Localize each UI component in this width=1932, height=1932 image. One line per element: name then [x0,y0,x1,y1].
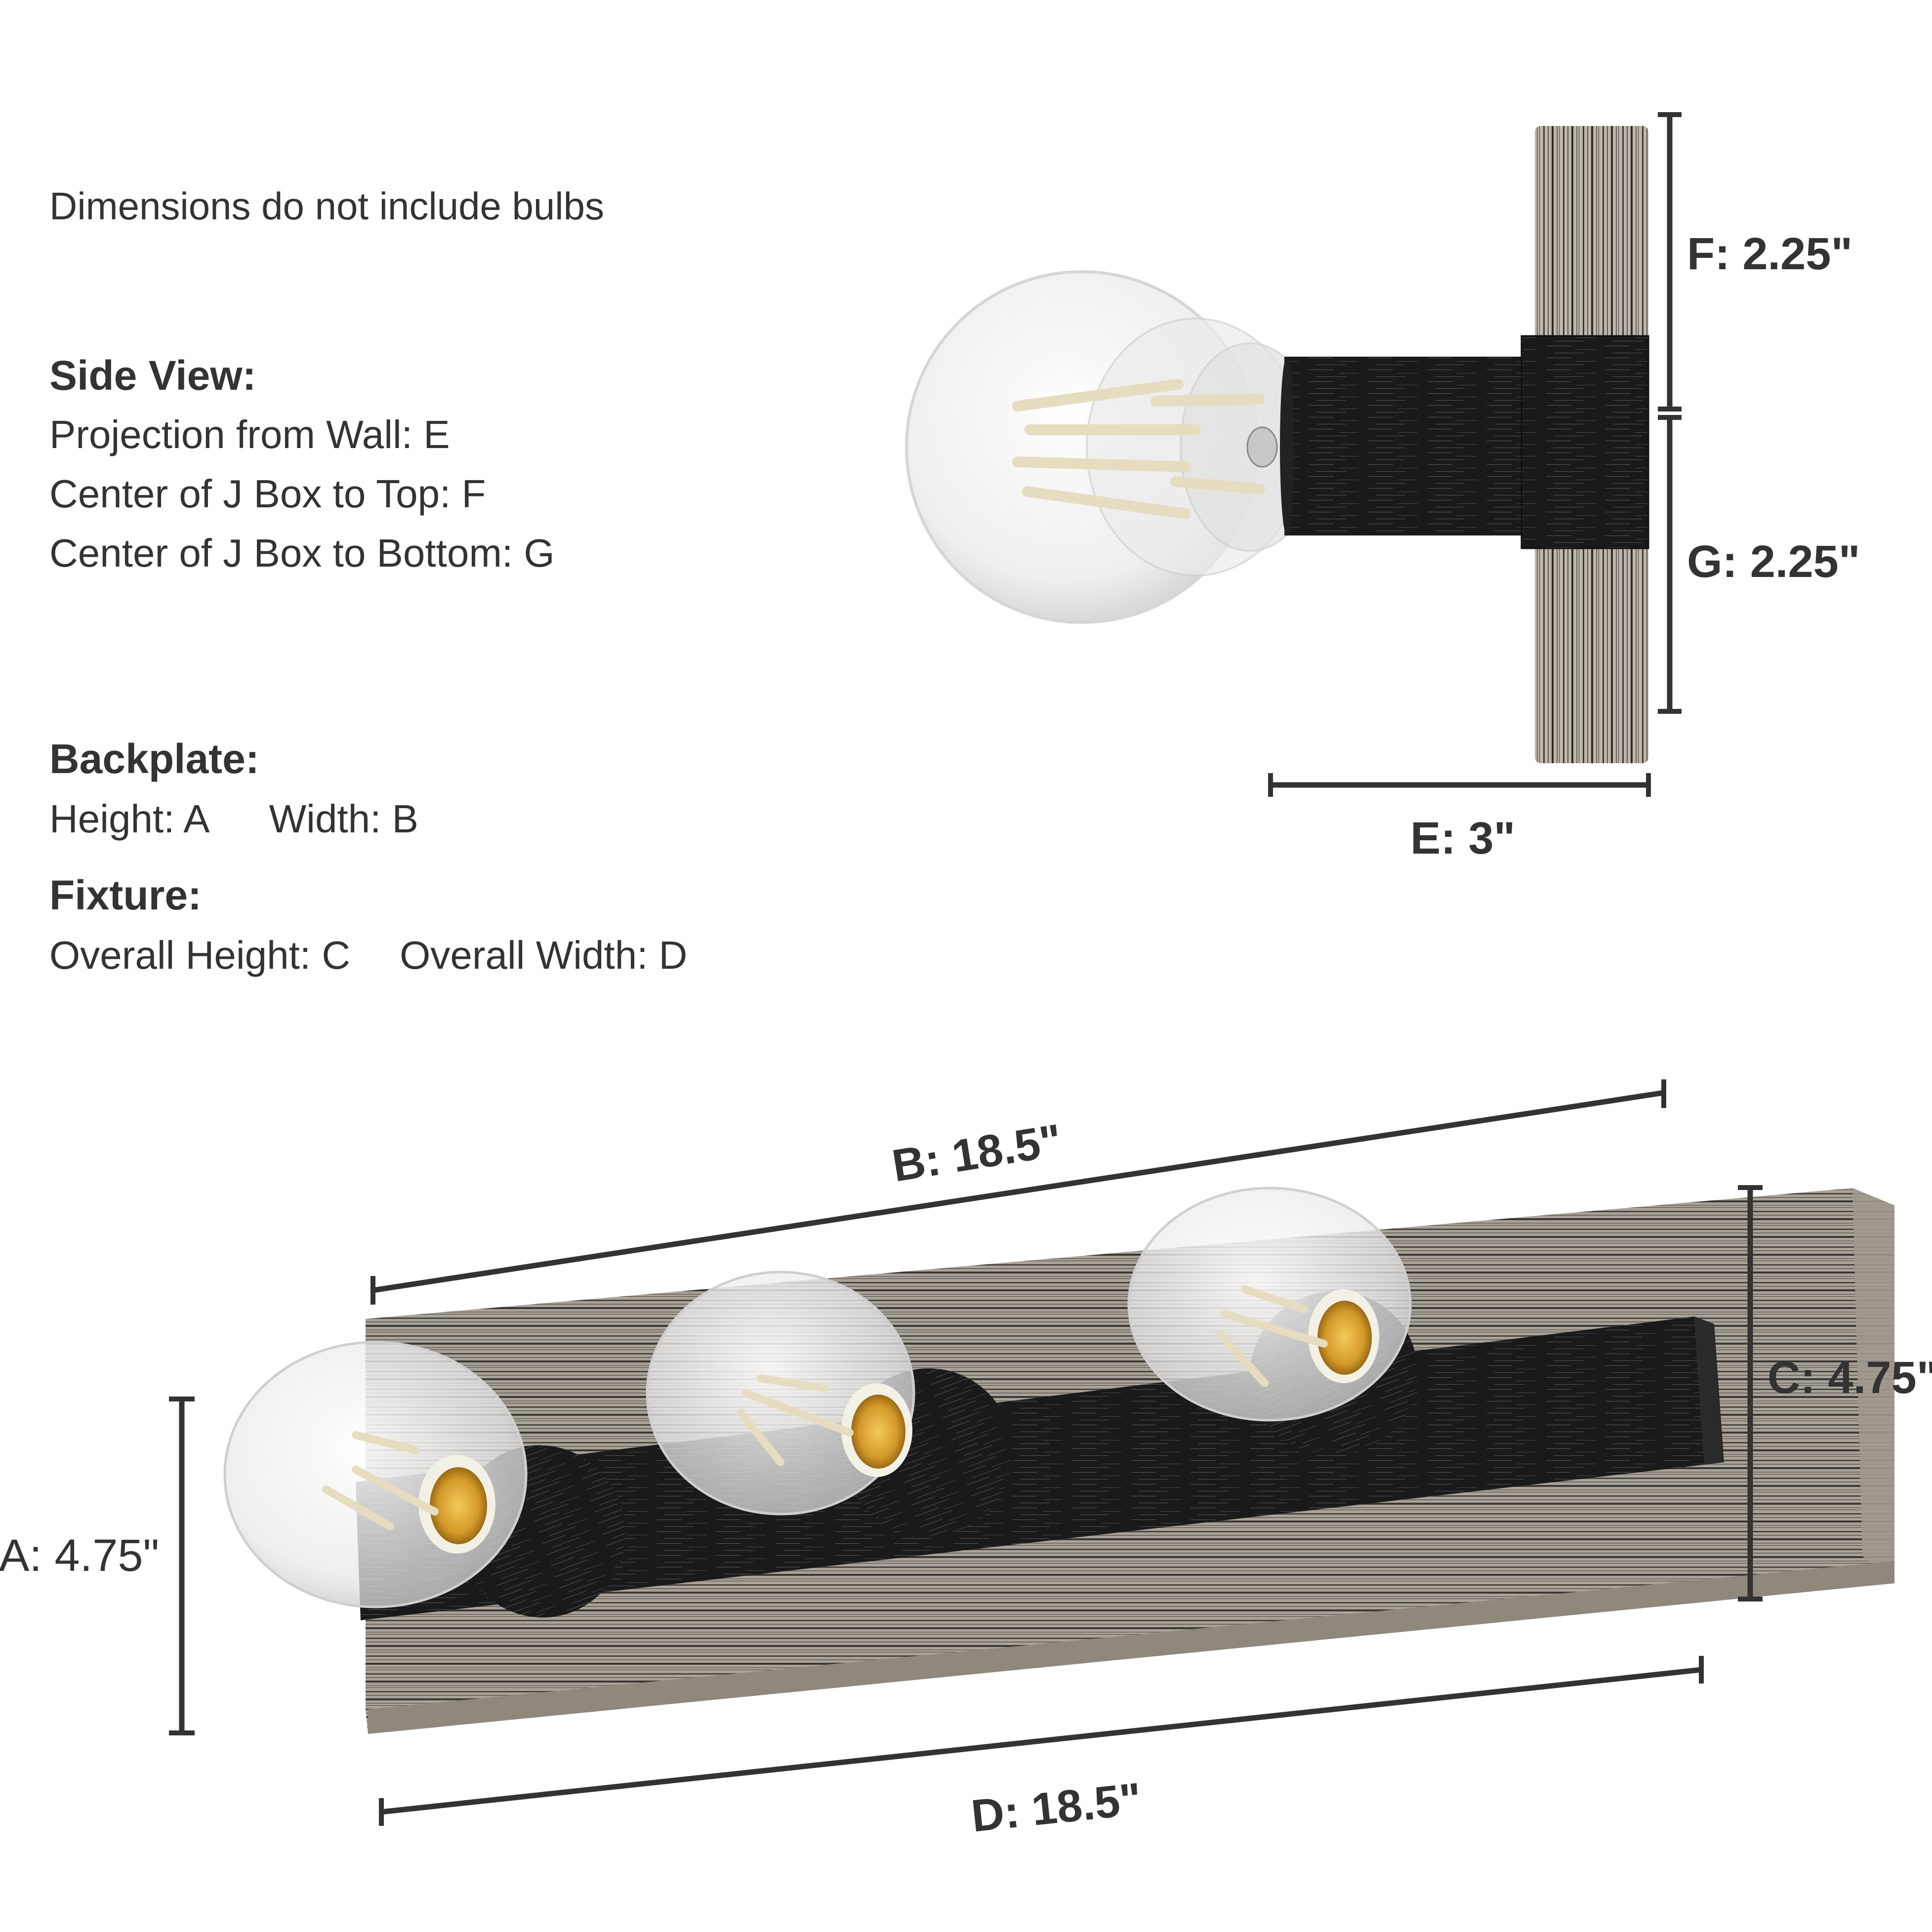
dimension-a-label: A: 4.75" [0,1530,159,1581]
dimension-c: C: 4.75" [1738,1185,1932,1602]
dimension-d-label: D: 18.5" [969,1773,1144,1842]
backplate-heading: Backplate: [49,736,259,782]
overall-width-label: Overall Width: D [400,933,688,977]
backplate-dims: Height: A Width: B [49,796,418,842]
dimension-f: F: 2.25" [1658,112,1852,411]
dimension-e: E: 3" [1268,773,1651,863]
dimension-c-label: C: 4.75" [1768,1353,1932,1403]
front-bulb-3-icon [1127,1187,1418,1455]
dimension-a: A: 4.75" [0,1397,195,1735]
fixture-dims: Overall Height: C Overall Width: D [49,933,687,978]
dimension-g-label: G: 2.25" [1687,536,1860,587]
overall-height-label: Overall Height: C [49,933,351,977]
side-view-drawing: F: 2.25" G: 2.25" E: 3" [905,112,1860,863]
side-bracket [1521,335,1649,549]
projection-line: Projection from Wall: E [49,412,450,456]
side-bulb-icon [905,270,1320,624]
backplate-width-label: Width: B [269,797,418,841]
dimension-g: G: 2.25" [1658,415,1860,714]
side-socket [1284,357,1524,535]
jbox-top-line: Center of J Box to Top: F [49,472,486,516]
side-view-heading: Side View: [49,352,256,399]
front-bulb-2-icon [646,1271,1013,1536]
bulbs-note: Dimensions do not include bulbs [49,184,605,228]
jbox-bottom-line: Center of J Box to Bottom: G [49,531,555,575]
fixture-heading: Fixture: [49,872,202,918]
dimension-b-label: B: 18.5" [889,1115,1065,1192]
backplate-height-label: Height: A [49,797,210,841]
dimension-e-label: E: 3" [1410,813,1515,863]
dimension-f-label: F: 2.25" [1687,229,1852,279]
front-bulb-1-icon [223,1341,625,1618]
front-view-drawing: B: 18.5" D: 18.5" A: 4.75" C: 4.75" [0,1079,1932,1842]
